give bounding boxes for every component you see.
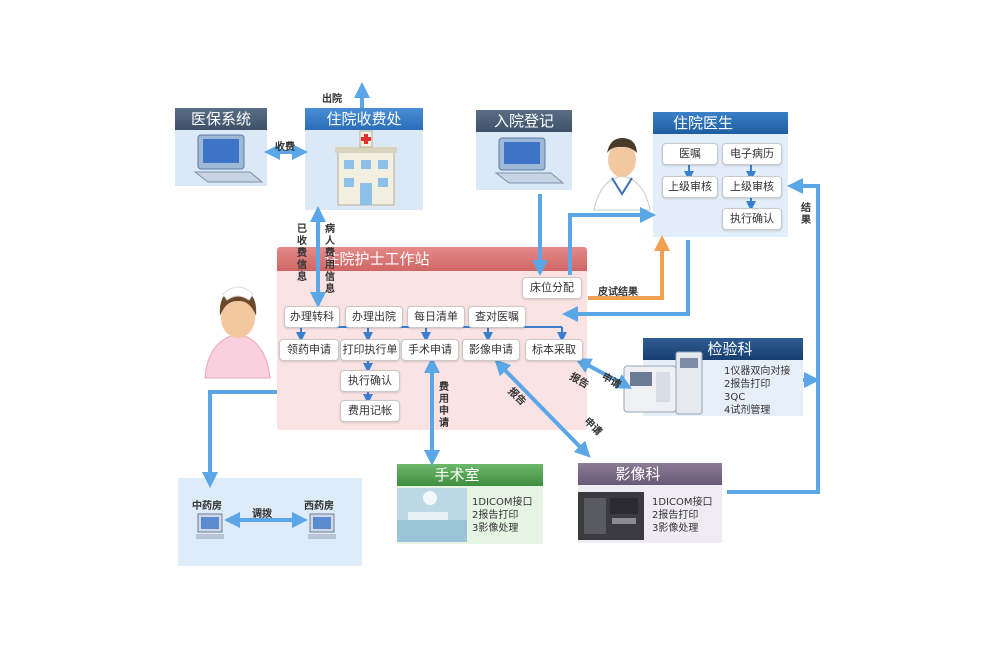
- nurse-specimen[interactable]: 标本采取: [525, 339, 583, 361]
- lab-line-2: 2报告打印: [724, 379, 771, 390]
- doctor-item-confirm[interactable]: 执行确认: [722, 208, 782, 230]
- nurse-station-title: 住院护士工作站: [324, 250, 430, 268]
- nurse-avatar: [204, 286, 271, 379]
- imaging-line-2: 2报告打印: [652, 510, 699, 521]
- computer-icon-admission: [494, 137, 565, 184]
- yibao-title: 医保系统: [190, 110, 251, 128]
- nurse-check-order[interactable]: 查对医嘱: [468, 306, 526, 328]
- pharmacy-transfer-label: 调拨: [252, 509, 272, 520]
- imaging-header: [578, 463, 722, 485]
- imaging-line-1: 1DICOM接口: [652, 497, 713, 508]
- nurse-fee-record[interactable]: 费用记帐: [340, 400, 400, 422]
- surgery-line-1: 1DICOM接口: [472, 497, 533, 508]
- admission-title: 入院登记: [493, 112, 554, 130]
- label-result: 结果: [801, 203, 811, 226]
- surgery-line-2: 2报告打印: [472, 510, 519, 521]
- label-fee-collect: 收费: [275, 142, 295, 153]
- nurse-print-exec[interactable]: 打印执行单: [340, 339, 400, 361]
- nurse-drug-request[interactable]: 领药申请: [279, 339, 339, 361]
- label-skin-test: 皮试结果: [598, 287, 638, 298]
- doctor-item-review-2[interactable]: 上级审核: [722, 176, 782, 198]
- pharmacy-computer-right: [308, 513, 336, 539]
- label-apply-fee: 费用申请: [439, 382, 449, 429]
- doctor-item-emr[interactable]: 电子病历: [722, 143, 782, 165]
- nurse-discharge[interactable]: 办理出院: [345, 306, 403, 328]
- charge-title: 住院收费处: [326, 110, 402, 128]
- doctor-avatar: [593, 138, 651, 211]
- doctor-header: [653, 112, 788, 134]
- surgery-title: 手术室: [434, 466, 480, 484]
- nurse-transfer-dept[interactable]: 办理转科: [284, 306, 340, 328]
- pharmacy-chinese: 中药房: [192, 501, 222, 512]
- lab-title: 检验科: [707, 340, 753, 358]
- doctor-item-review-1[interactable]: 上级审核: [662, 176, 718, 198]
- pharmacy-computer-left: [196, 513, 224, 539]
- hospital-icon: [335, 130, 397, 206]
- surgery-line-3: 3影像处理: [472, 523, 519, 534]
- yibao-header: [175, 108, 267, 130]
- label-discharge: 出院: [322, 94, 342, 105]
- nurse-bed-allocation[interactable]: 床位分配: [522, 277, 582, 299]
- label-patient-fee-info: 病人费用信息: [325, 224, 335, 295]
- lab-line-1: 1仪器双向对接: [724, 366, 791, 377]
- admission-header: [476, 110, 572, 132]
- lab-line-4: 4试剂管理: [724, 405, 771, 416]
- imaging-machine-icon: [578, 492, 644, 540]
- nurse-exec-confirm[interactable]: 执行确认: [340, 370, 400, 392]
- surgery-header: [397, 464, 543, 486]
- imaging-line-3: 3影像处理: [652, 523, 699, 534]
- computer-icon-yibao: [193, 134, 264, 183]
- operating-room-image: [397, 488, 467, 542]
- imaging-title: 影像科: [615, 465, 661, 483]
- lab-line-3: 3QC: [724, 392, 746, 403]
- doctor-title: 住院医生: [672, 114, 733, 132]
- pharmacy-western: 西药房: [304, 501, 334, 512]
- lab-equipment-icon: [623, 351, 703, 415]
- charge-header: [305, 108, 423, 130]
- label-paid-info: 已收费信息: [297, 224, 307, 283]
- nurse-surgery-request[interactable]: 手术申请: [401, 339, 459, 361]
- nurse-imaging-request[interactable]: 影像申请: [462, 339, 520, 361]
- doctor-item-order[interactable]: 医嘱: [662, 143, 718, 165]
- nurse-daily-list[interactable]: 每日清单: [407, 306, 465, 328]
